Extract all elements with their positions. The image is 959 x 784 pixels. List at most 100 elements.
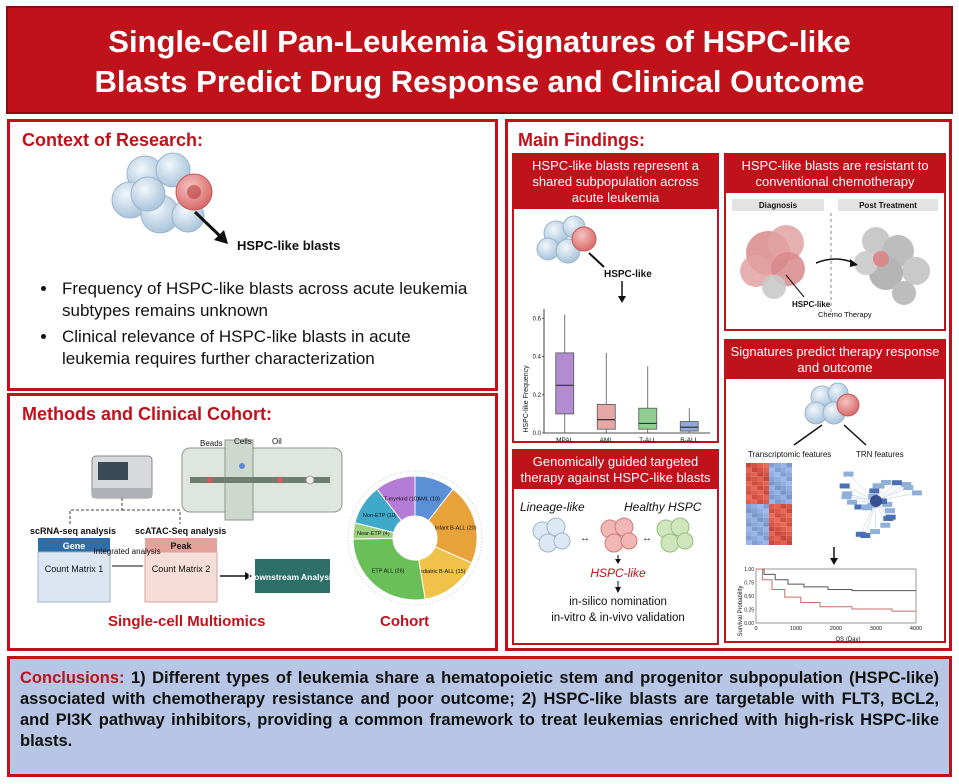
cohort-center <box>394 517 436 559</box>
km-y-tick-label: 1.00 <box>744 567 754 573</box>
sequencer-icon <box>91 455 153 499</box>
box-t-all <box>638 407 658 430</box>
heatmap-cell <box>774 467 781 473</box>
heatmap-cell <box>774 517 781 523</box>
svg-text:↔: ↔ <box>642 533 652 544</box>
box-aml <box>596 403 616 430</box>
heatmap-cell <box>757 481 764 486</box>
km-x-tick-label: 3000 <box>870 626 882 632</box>
heatmap-cell <box>757 490 764 495</box>
heatmap-cell <box>757 526 764 532</box>
heatmap-cell <box>746 508 752 514</box>
heatmap-cell <box>769 522 775 527</box>
heatmap-cell <box>780 481 787 486</box>
network-node <box>869 529 880 535</box>
network-node <box>891 480 902 486</box>
heatmap-cell <box>780 499 787 504</box>
km-frame <box>755 568 917 624</box>
pointer-arrow <box>193 210 224 240</box>
network-node <box>841 494 852 500</box>
methods-section: Methods and Clinical Cohort: Beads Cells… <box>7 393 498 651</box>
network-node <box>880 522 891 528</box>
cell-cluster <box>111 152 213 234</box>
heatmap-cell <box>786 481 792 486</box>
heatmap-cell <box>780 472 787 477</box>
cohort-segment-label: ETP ALL (26) <box>372 568 405 574</box>
heatmap-cell <box>751 508 758 514</box>
heatmap-cell <box>757 494 764 500</box>
heatmap-cell <box>751 504 758 509</box>
heatmap-cell <box>769 481 775 486</box>
network-node <box>911 490 922 496</box>
heatmap-cell <box>780 540 787 545</box>
network-node <box>883 515 894 521</box>
heatmap-cell <box>763 513 769 518</box>
heatmap-cell <box>763 540 769 545</box>
beads-label: Beads <box>200 439 223 448</box>
heatmap-cell <box>786 513 792 518</box>
finding-signatures-predict-outcome: Signatures predict therapy response and … <box>724 339 946 643</box>
cohort-segment-label: Non-ETP (10) <box>363 513 397 519</box>
heatmap-cell <box>769 467 775 473</box>
heatmap-cell <box>763 517 769 523</box>
heatmap-cell <box>769 504 775 509</box>
heatmap-cell <box>746 499 752 504</box>
heatmap-cell <box>751 467 758 473</box>
context-title: Context of Research: <box>22 130 204 150</box>
heatmap-cell <box>751 481 758 486</box>
healthy-cell-cluster <box>656 517 694 553</box>
heatmap-cell <box>751 522 758 527</box>
heatmap-cell <box>746 526 752 532</box>
heatmap-cell <box>769 472 775 477</box>
heatmap-cell <box>774 504 781 509</box>
heatmap-cell <box>774 490 781 495</box>
lineage-like-label: Lineage-like <box>520 500 585 514</box>
heatmap-cell <box>774 531 781 536</box>
km-y-axis-label: Survival Probability <box>738 585 744 636</box>
cohort-outer-ring <box>347 470 483 606</box>
heatmap-cell <box>763 481 769 486</box>
km-y-tick-label: 0.25 <box>744 608 754 614</box>
cells-label: Cells <box>234 437 252 446</box>
panel3-cell-cluster <box>804 382 860 425</box>
heatmap-cell <box>763 535 769 541</box>
heatmap-cell <box>780 535 787 541</box>
post-treatment-label: Post Treatment <box>859 201 917 210</box>
network-node <box>855 531 866 537</box>
heatmap-cell <box>763 467 769 473</box>
hspc-cluster-small <box>536 215 597 264</box>
heatmap-cell <box>751 499 758 504</box>
heatmap-cell <box>769 499 775 504</box>
heatmap-cell <box>769 494 775 500</box>
heatmap-cell <box>769 476 775 482</box>
heatmap-cell <box>751 535 758 541</box>
hspc-blasts-label: HSPC-like blasts <box>237 238 340 253</box>
heatmap-cell <box>774 485 781 491</box>
cohort-segment-label: AML (10) <box>417 496 440 502</box>
heatmap-cell <box>769 485 775 491</box>
heatmap-cell <box>786 504 792 509</box>
heatmap-cell <box>751 517 758 523</box>
heatmap-cell <box>757 504 764 509</box>
gene-label: Gene <box>63 541 86 551</box>
box-mpal <box>555 352 575 415</box>
heatmap-cell <box>746 467 752 473</box>
network-node <box>854 504 865 510</box>
methods-title: Methods and Clinical Cohort: <box>22 404 272 424</box>
network-node <box>903 484 914 490</box>
heatmap-cell <box>786 472 792 477</box>
heatmap-cell <box>774 499 781 504</box>
context-bullet-1: Frequency of HSPC-like blasts across acu… <box>58 278 483 322</box>
heatmap-cell <box>786 499 792 504</box>
heatmap-cell <box>746 472 752 477</box>
network-node <box>847 499 858 505</box>
heatmap-cell <box>757 508 764 514</box>
heatmap-cell <box>757 499 764 504</box>
heatmap-cell <box>746 494 752 500</box>
heatmap-cell <box>763 504 769 509</box>
page-title: Single-Cell Pan-Leukemia Signatures of H… <box>8 8 951 102</box>
km-curve-low-risk <box>756 568 916 592</box>
heatmap-cell <box>786 490 792 495</box>
